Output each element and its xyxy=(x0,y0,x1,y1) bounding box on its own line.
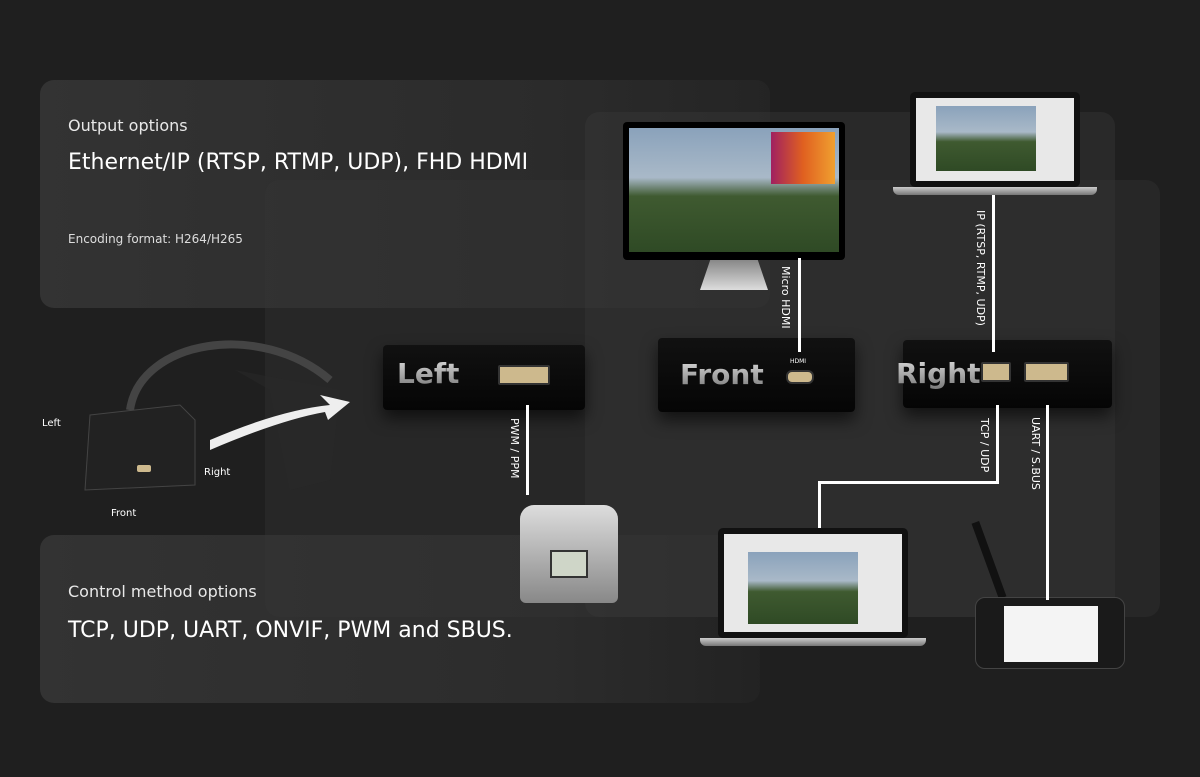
tcp-line-horizontal xyxy=(818,481,999,484)
uart-port xyxy=(1024,362,1069,382)
output-heading: Output options xyxy=(68,116,188,135)
hdmi-port xyxy=(786,370,814,384)
ethernet-port xyxy=(981,362,1011,382)
box-left-label: Left xyxy=(397,357,460,390)
control-heading: Control method options xyxy=(68,582,257,601)
label-micro-hdmi: Micro HDMI xyxy=(779,266,792,329)
label-pwm: PWM / PPM xyxy=(508,418,521,479)
monitor-stand xyxy=(700,260,768,290)
tcp-line xyxy=(996,405,999,484)
box-front-label: Front xyxy=(680,358,764,391)
box-front: Front HDMI xyxy=(658,338,855,412)
box-left: Left xyxy=(383,345,585,410)
tcp-line-drop xyxy=(818,481,821,528)
label-uart: UART / S.BUS xyxy=(1029,417,1042,490)
laptop-top-base xyxy=(893,187,1097,195)
box-right: Right xyxy=(896,340,1112,408)
pwm-line xyxy=(526,405,529,495)
laptop-top xyxy=(910,92,1080,187)
module-label-right: Right xyxy=(204,467,231,478)
module-label-left: Left xyxy=(42,418,61,429)
connector-port xyxy=(498,365,550,385)
rc-transmitter xyxy=(520,505,618,603)
control-options-panel xyxy=(40,535,760,703)
label-ip: IP (RTSP, RTMP, UDP) xyxy=(974,210,987,326)
hdmi-port-label: HDMI xyxy=(790,358,807,365)
camera-module-illustration xyxy=(84,340,350,491)
monitor xyxy=(623,122,845,260)
module-label-front: Front xyxy=(111,508,137,519)
hdmi-line xyxy=(798,258,801,352)
handheld-controller xyxy=(975,597,1125,669)
laptop-bottom-base xyxy=(700,638,926,646)
label-tcp: TCP / UDP xyxy=(978,418,991,473)
ip-line xyxy=(992,195,995,352)
control-value: TCP, UDP, UART, ONVIF, PWM and SBUS. xyxy=(68,618,513,643)
output-value: Ethernet/IP (RTSP, RTMP, UDP), FHD HDMI xyxy=(68,150,529,175)
laptop-bottom xyxy=(718,528,908,638)
box-right-label: Right xyxy=(896,357,981,390)
encoding-format: Encoding format: H264/H265 xyxy=(68,232,243,246)
arrow-icon xyxy=(210,395,350,450)
uart-line xyxy=(1046,405,1049,600)
